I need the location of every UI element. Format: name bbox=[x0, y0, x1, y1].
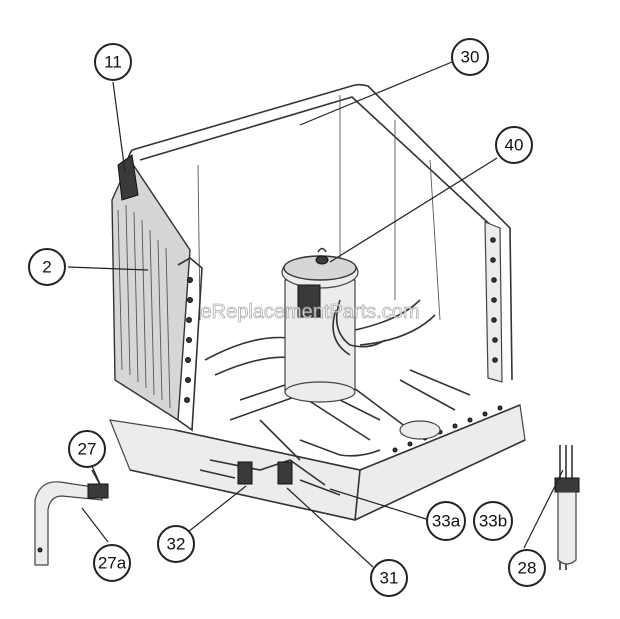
callout-33b: 33b bbox=[473, 501, 513, 541]
svg-text:32: 32 bbox=[167, 535, 186, 554]
service-valves bbox=[199, 459, 341, 496]
callout-2: 2 bbox=[28, 248, 66, 286]
callout-31: 31 bbox=[370, 559, 408, 597]
part-28-assembly bbox=[554, 445, 580, 570]
condenser-coil-left bbox=[111, 154, 203, 432]
svg-text:2: 2 bbox=[42, 258, 51, 277]
watermark-text: eReplacementParts.com bbox=[201, 301, 420, 323]
condenser-coil-right bbox=[484, 221, 503, 383]
callout-40: 40 bbox=[495, 126, 533, 164]
svg-text:33a: 33a bbox=[432, 512, 461, 531]
svg-text:27: 27 bbox=[78, 440, 97, 459]
callout-27a: 27a bbox=[93, 544, 131, 582]
callout-11: 11 bbox=[94, 43, 132, 81]
compressor bbox=[281, 247, 386, 403]
svg-text:31: 31 bbox=[380, 569, 399, 588]
callout-28: 28 bbox=[508, 549, 546, 587]
callout-27: 27 bbox=[68, 430, 106, 468]
base-pan bbox=[109, 404, 526, 521]
svg-text:33b: 33b bbox=[479, 512, 507, 531]
callout-30: 30 bbox=[451, 38, 489, 76]
svg-text:30: 30 bbox=[461, 48, 480, 67]
callout-33a: 33a bbox=[426, 501, 466, 541]
svg-text:27a: 27a bbox=[98, 554, 127, 573]
callout-32: 32 bbox=[157, 525, 195, 563]
svg-text:11: 11 bbox=[104, 53, 122, 72]
svg-text:40: 40 bbox=[505, 136, 524, 155]
svg-text:28: 28 bbox=[518, 559, 537, 578]
part-27-fitting bbox=[34, 469, 109, 566]
leader-lines bbox=[67, 61, 564, 568]
